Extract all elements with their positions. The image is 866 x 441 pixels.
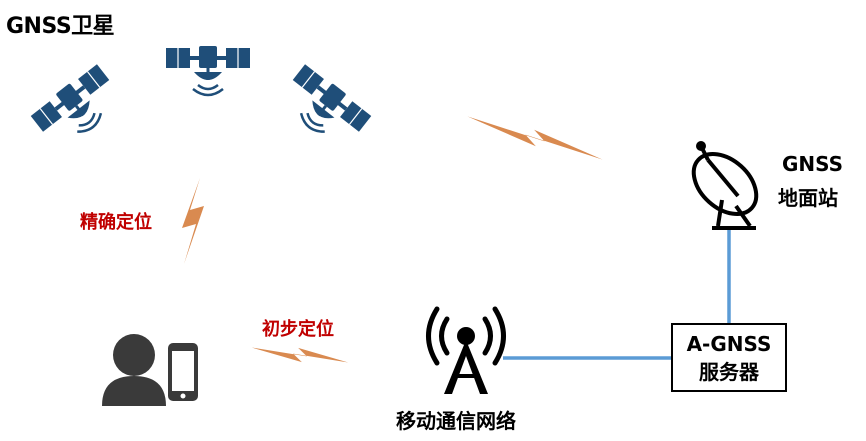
- ground-station-label: GNSS: [782, 152, 844, 176]
- initial-positioning-label: 初步定位: [262, 319, 334, 340]
- server-label: A-GNSS: [686, 331, 772, 356]
- ground-station-label-line2: 地面站: [778, 186, 838, 210]
- lightning-icon: [464, 116, 606, 160]
- satellite-icon: [274, 61, 374, 155]
- server-label-line2: 服务器: [699, 359, 759, 384]
- precise-positioning-label: 精确定位: [80, 212, 152, 233]
- diagram-title: GNSS卫星: [6, 14, 115, 39]
- satellite-dish-icon: [691, 141, 759, 230]
- user-icon: [102, 334, 166, 406]
- satellite-icon: [28, 61, 128, 155]
- satellite-icon: [164, 44, 252, 97]
- cell-tower-icon: [426, 306, 506, 394]
- lightning-icon: [182, 178, 204, 264]
- smartphone-icon: [168, 343, 198, 401]
- mobile-network-label: 移动通信网络: [396, 409, 516, 433]
- agnss-server-box: A-GNSS 服务器: [671, 323, 787, 392]
- lightning-icon: [251, 340, 349, 370]
